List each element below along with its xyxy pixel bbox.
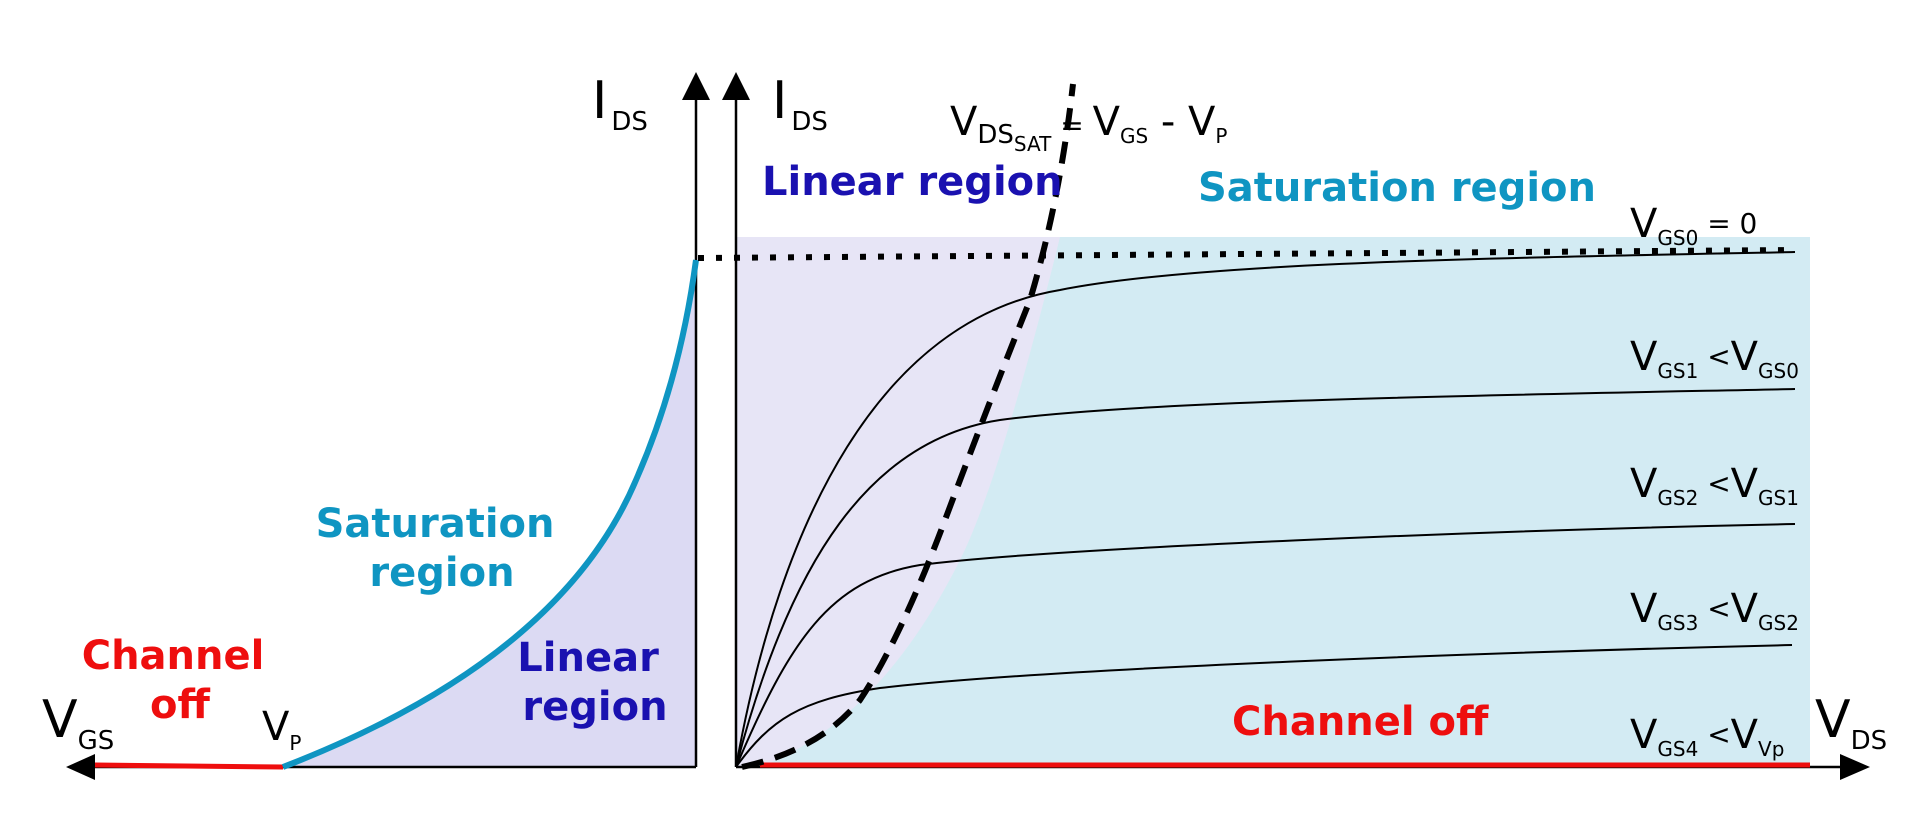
left-x-axis-arrow xyxy=(66,754,95,780)
curve-vgs3 xyxy=(735,644,1793,768)
left-channel-off-label: Channel off xyxy=(82,633,279,728)
curve-vgs0 xyxy=(735,251,1796,768)
transfer-curve xyxy=(281,259,699,770)
right-channel-off-label: Channel off xyxy=(1232,699,1489,745)
left-saturation-region-label: Saturation region xyxy=(316,501,569,596)
right-saturation-region-label: Saturation region xyxy=(1198,165,1596,211)
linear-region-fill xyxy=(736,237,1060,767)
vdssat-label: VDSSAT = VGS - VP xyxy=(950,99,1227,156)
idss-dotted-line xyxy=(697,247,1796,261)
curve-label-vgs4: VGS4 <VVp xyxy=(1630,712,1784,761)
curve-vgs1 xyxy=(735,388,1796,768)
left-x-axis-label: VGS xyxy=(42,690,114,756)
curve-label-vgs2: VGS2 <VGS1 xyxy=(1630,461,1799,510)
left-y-axis-arrow xyxy=(682,72,710,100)
right-linear-region-label: Linear region xyxy=(762,159,1063,205)
right-y-axis-arrow xyxy=(722,72,750,100)
vp-label: VP xyxy=(262,704,301,755)
curve-label-vgs3: VGS3 <VGS2 xyxy=(1630,586,1799,635)
curve-vgs2 xyxy=(735,523,1796,768)
left-channel-off-line xyxy=(94,762,284,770)
right-x-axis-label: VDS xyxy=(1815,690,1887,756)
vdssat-dashed-curve xyxy=(741,83,1076,770)
curve-label-vgs1: VGS1 <VGS0 xyxy=(1630,334,1799,383)
curve-label-vgs0: VGS0 = 0 xyxy=(1630,201,1757,250)
left-linear-region-label: Linear region xyxy=(517,635,672,730)
right-x-axis-arrow xyxy=(1840,754,1870,780)
left-linear-region-fill xyxy=(283,260,696,767)
